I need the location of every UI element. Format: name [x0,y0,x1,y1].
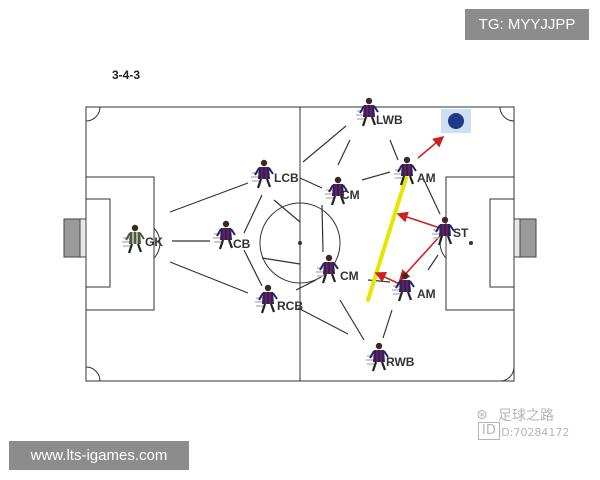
through-ball-lane [366,176,408,302]
player-label-lcb: LCB [274,171,299,185]
link-lcb-lwb [302,125,347,163]
link-lwb-lam [389,139,399,161]
link-lcb-lcm [299,177,323,189]
right-penalty-spot [469,241,473,245]
player-label-rcm: CM [340,269,359,283]
player-ram [392,272,415,302]
arrow-st-drop [398,235,441,282]
corner-arc-bl [85,366,101,382]
players-layer: GK CB LCB RCB CM CM LWB RWB AM AM ST [122,97,469,372]
player-label-st: ST [453,226,469,240]
link-ram-rwb [382,309,393,339]
tg-watermark-badge: TG: MYYJJPP [465,9,589,40]
link-lcb-cm-long [273,199,301,223]
player-lam [394,156,417,186]
player-gk [122,224,145,254]
arrow-lam-to-ball [417,135,445,159]
connection-lines [169,125,441,341]
player-label-ram: AM [417,287,436,301]
target-marker [441,109,471,133]
left-six-yard-box [85,198,111,288]
player-lcb [251,159,274,189]
wechat-account-name: 足球之路 [498,408,554,424]
link-cb-lcb [243,194,263,234]
centre-spots [298,241,473,245]
player-label-rwb: RWB [386,355,415,369]
player-lcm [325,176,348,206]
player-rcb [255,284,278,314]
player-rwb [366,342,389,372]
player-cb [213,220,236,250]
ball-icon [448,113,464,129]
link-lam-lcm [361,171,391,181]
player-lwb [356,97,379,127]
corner-arc-br [499,366,515,382]
link-gk-rcb [169,261,249,294]
player-label-gk: GK [145,235,163,249]
link-lcm-lwb [337,139,351,166]
corner-arc-tl [85,106,101,122]
player-label-lam: AM [417,171,436,185]
link-rcm-rwb [339,299,365,341]
right-six-yard-box [489,198,515,288]
link-ram-st [427,254,439,271]
link-cb-cm-long [261,257,301,265]
center-spot [298,241,302,245]
link-rcb-rcm [295,279,317,291]
url-watermark-badge: www.lts-igames.com [9,441,189,470]
left-goal [63,218,87,258]
right-goal [513,218,537,258]
right-penalty-box [445,176,515,311]
link-cb-rcb [243,249,263,287]
link-ram-rcm [367,279,391,283]
center-circle [259,202,341,284]
wechat-logo-icon: ⊛ [476,407,488,423]
player-label-lcm: CM [341,188,360,202]
left-penalty-arc [153,227,161,259]
player-st [432,216,455,246]
link-lam-st [423,179,441,215]
left-penalty-box [85,176,155,311]
wechat-account-id: ID:70284172 [498,426,570,439]
formation-title: 3-4-3 [112,68,141,82]
player-rcm [316,254,339,284]
arrow-st-to-lane [396,211,441,229]
player-label-cb: CB [233,237,251,251]
player-label-rcb: RCB [277,299,303,313]
link-lcm-ram [321,204,324,253]
wechat-id-icon: ID [478,422,500,440]
link-rcb-rwb [297,307,349,335]
link-gk-lcb [169,182,249,213]
player-label-lwb: LWB [376,113,403,127]
corner-arc-tr [499,106,515,122]
